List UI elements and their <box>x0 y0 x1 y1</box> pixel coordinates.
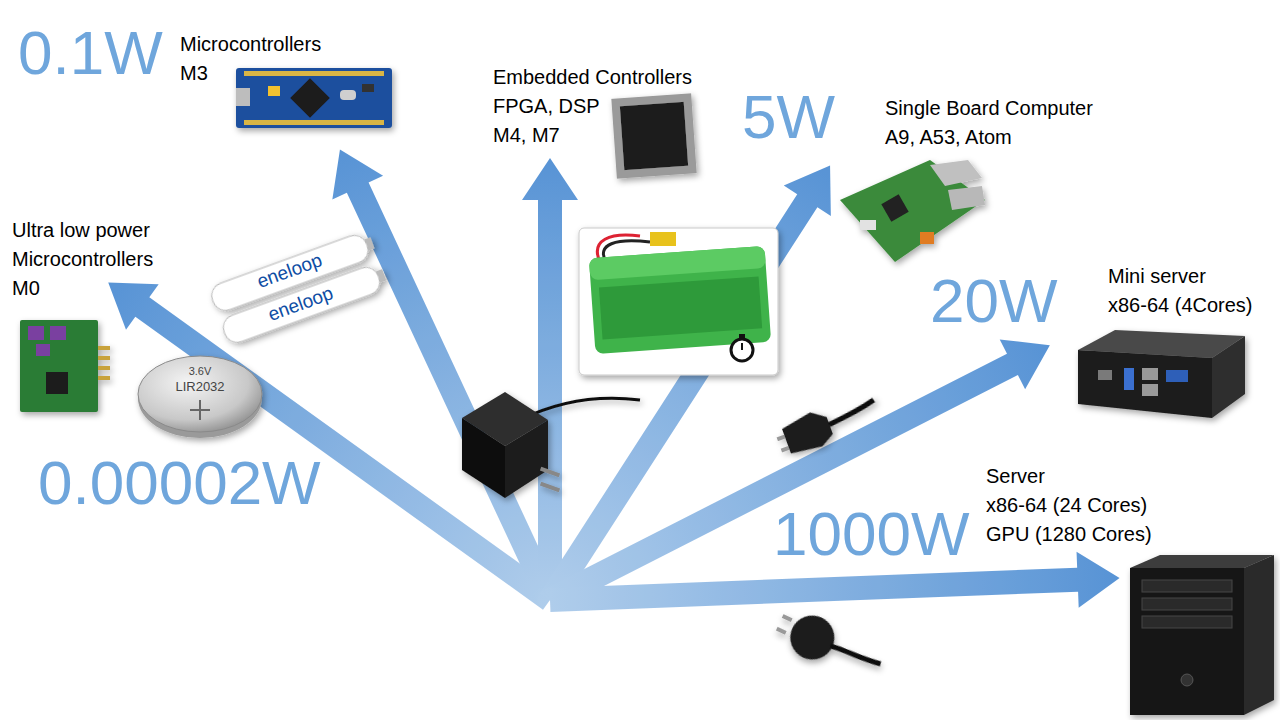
device-class: Ultra low power Microcontrollers M0 <box>12 216 153 303</box>
mini-server <box>1078 330 1245 418</box>
device-class: Server x86-64 (24 Cores) GPU (1280 Cores… <box>986 462 1152 549</box>
power-arrows <box>92 138 1121 628</box>
single-board-computer <box>840 160 985 262</box>
arrow <box>522 158 578 600</box>
power-rating: 0.00002W <box>38 452 321 514</box>
power-rating: 1000W <box>773 503 969 565</box>
device-class: Single Board Computer A9, A53, Atom <box>885 94 1093 152</box>
power-rating: 0.1W <box>18 22 163 84</box>
aa-batteries <box>208 230 389 346</box>
qfp-chip <box>611 93 696 178</box>
microcontroller-board <box>236 68 392 128</box>
arrow <box>315 138 576 612</box>
device-class: Mini server x86-64 (4Cores) <box>1108 262 1253 320</box>
battery-brand: eneloop <box>266 283 337 326</box>
battery-model: LIR2032 <box>175 380 224 394</box>
battery-brand: eneloop <box>255 250 326 293</box>
battery-voltage: 3.6V <box>189 365 212 377</box>
device-class: Embedded Controllers FPGA, DSP M4, M7 <box>493 63 692 150</box>
lipo-battery <box>579 228 778 375</box>
coin-cell <box>138 356 262 438</box>
arrow <box>92 260 566 623</box>
power-plug <box>772 391 882 460</box>
wall-charger <box>462 392 640 498</box>
power-rating: 20W <box>930 270 1057 332</box>
ultra-low-power-board <box>20 320 110 412</box>
power-plug <box>770 602 887 688</box>
power-rating: 5W <box>742 86 835 148</box>
device-class: Microcontrollers M3 <box>180 30 321 88</box>
tower-server <box>1130 555 1274 715</box>
